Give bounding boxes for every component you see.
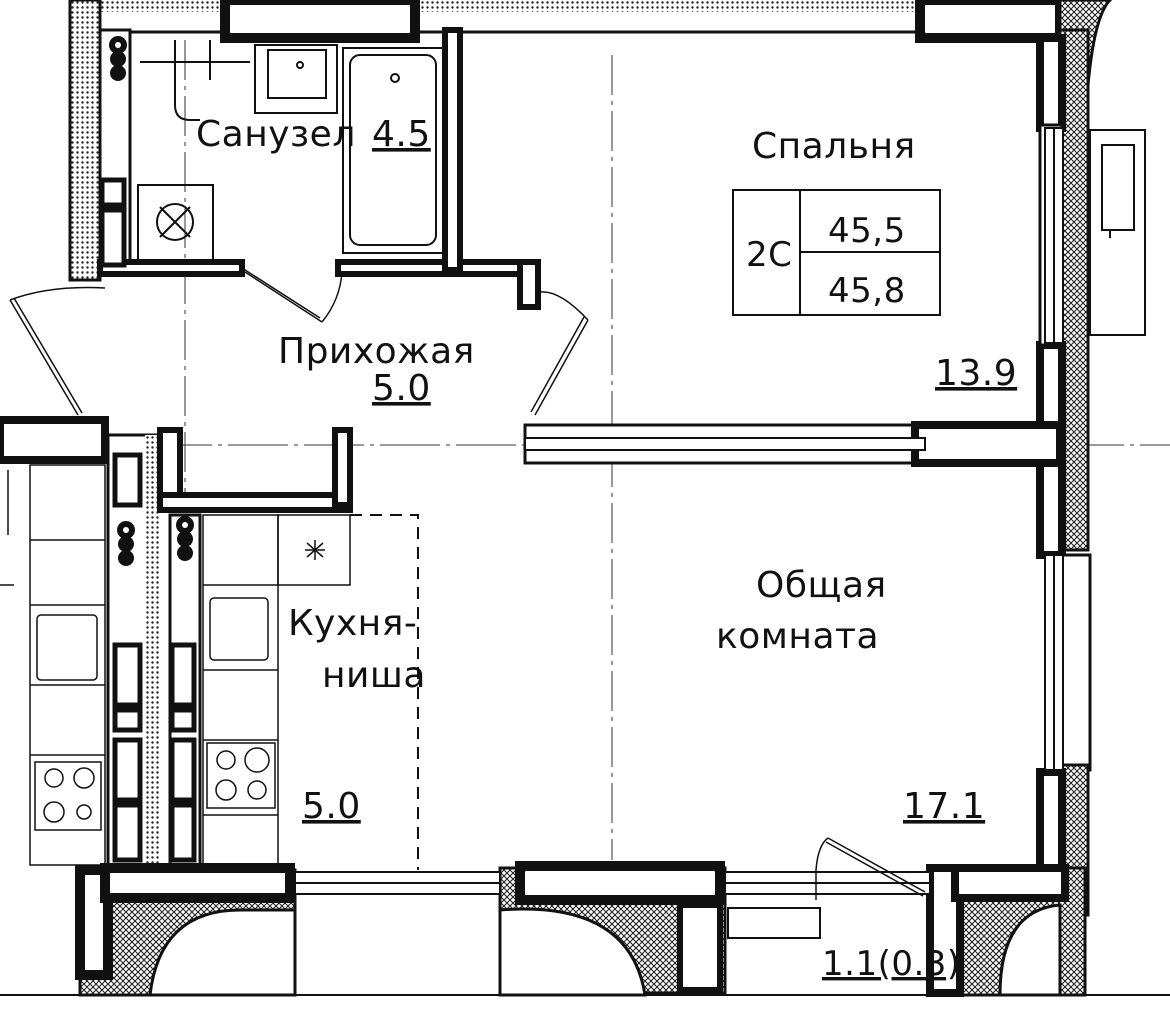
living-name-line2: комната bbox=[716, 616, 879, 657]
kitchen-name-line2: ниша bbox=[322, 655, 426, 696]
pipe-highlights bbox=[115, 42, 188, 533]
pipes bbox=[109, 36, 194, 566]
windows bbox=[294, 127, 1064, 895]
living-name-line1: Общая bbox=[756, 565, 887, 606]
kitchen-area: 5.0 bbox=[302, 786, 361, 827]
balcony-unit bbox=[1089, 129, 1146, 336]
bedroom-name: Спальня bbox=[752, 126, 916, 167]
apartment-info-table bbox=[732, 189, 941, 316]
balcony-area: 1.1(0.3) bbox=[822, 944, 961, 984]
hallway-name: Прихожая bbox=[278, 331, 475, 372]
bathroom-fixtures bbox=[137, 40, 444, 261]
bedroom-area: 13.9 bbox=[935, 353, 1017, 394]
apartment-area-2: 45,8 bbox=[828, 271, 906, 311]
kitchen-name-line1: Кухня- bbox=[288, 603, 417, 644]
interior-walls bbox=[0, 27, 1064, 513]
apartment-type: 2С bbox=[746, 235, 792, 275]
radiator bbox=[727, 907, 821, 939]
vent-channels bbox=[99, 177, 197, 863]
apartment-area-1: 45,5 bbox=[828, 211, 906, 251]
bathroom-area: 4.5 bbox=[372, 114, 431, 155]
living-area: 17.1 bbox=[903, 786, 985, 827]
hallway-area: 5.0 bbox=[372, 368, 431, 409]
bathroom-name: Санузел bbox=[196, 114, 356, 155]
kitchen-fixtures bbox=[0, 464, 419, 870]
doors bbox=[9, 267, 926, 900]
